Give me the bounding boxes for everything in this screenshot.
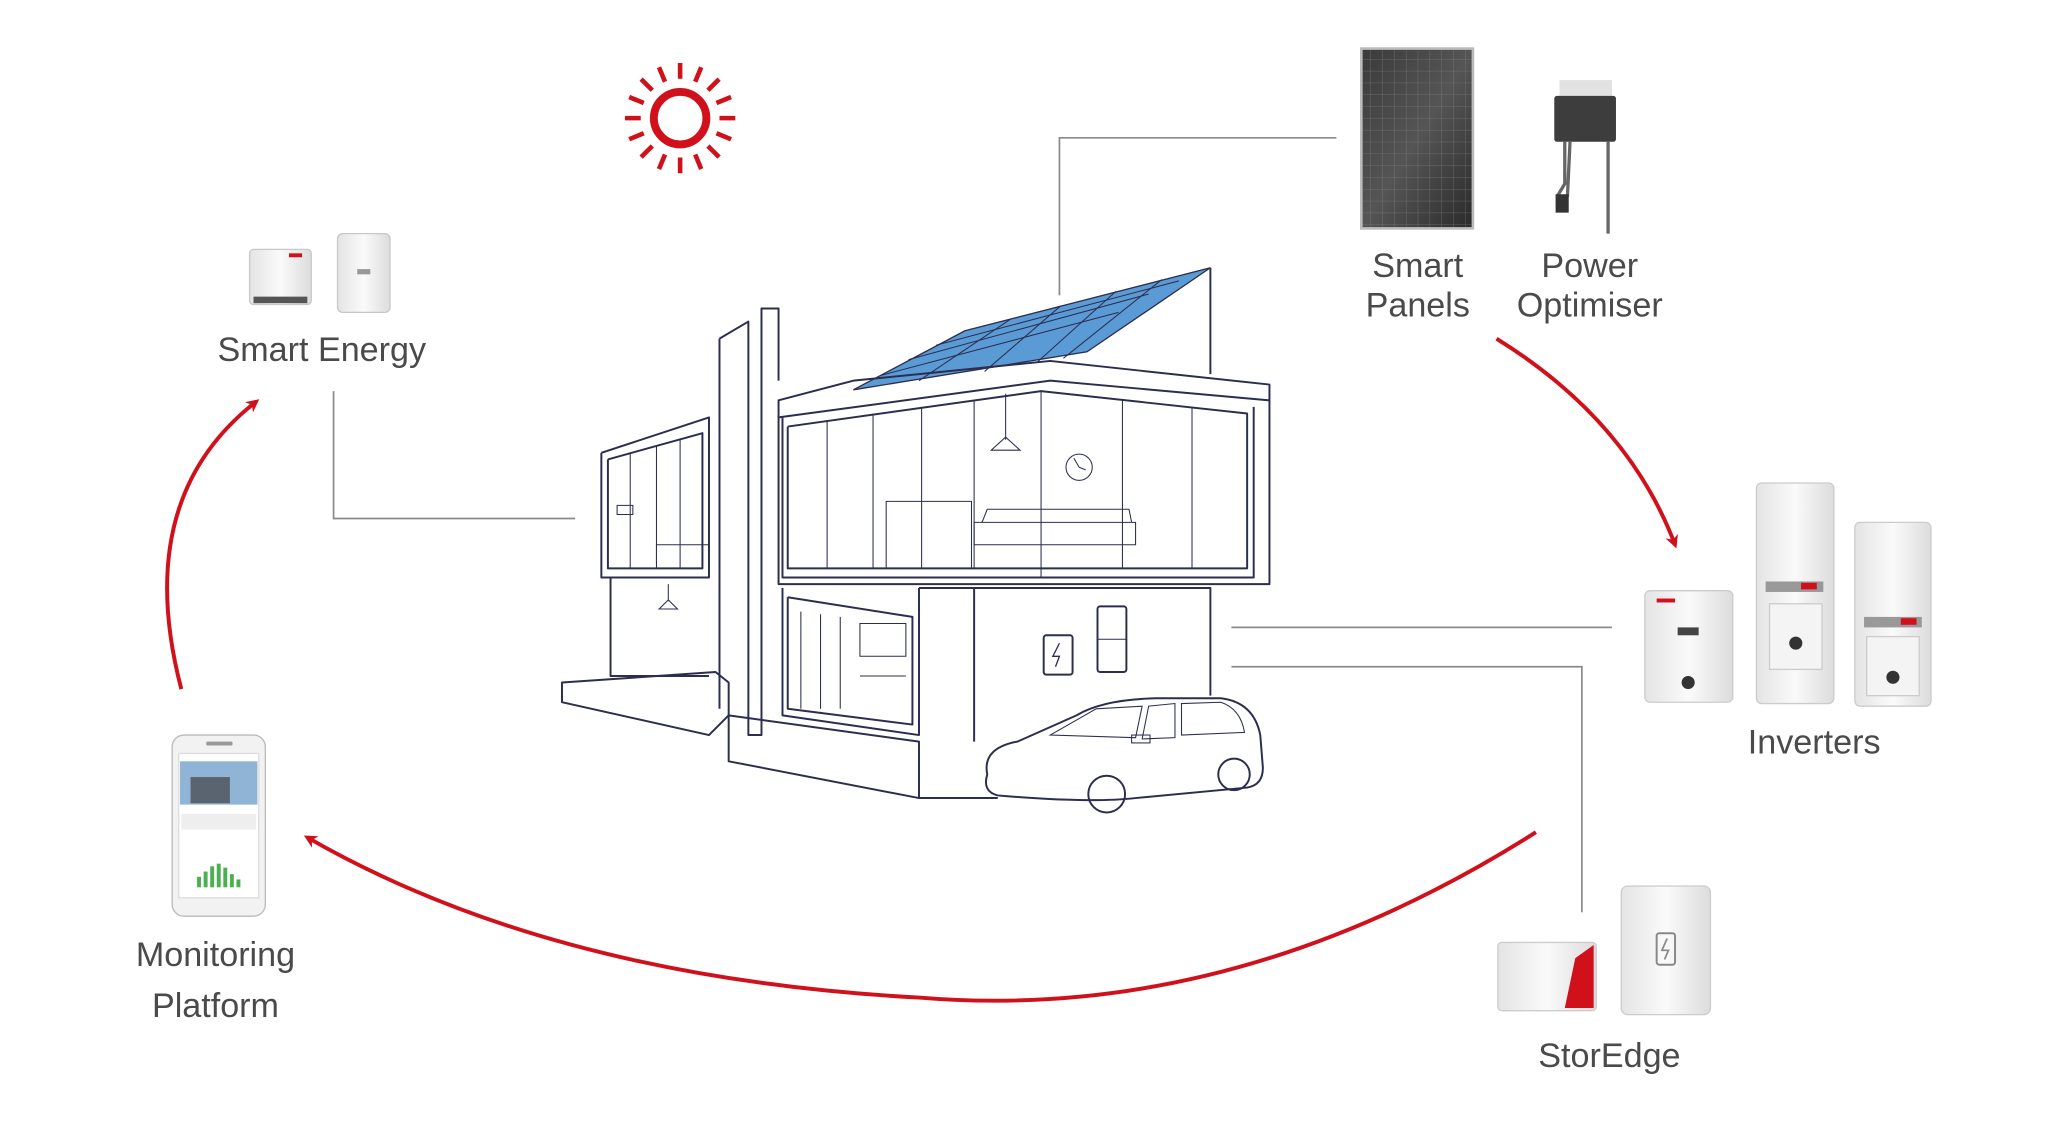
power-optimiser-label-line2: Optimiser: [1517, 286, 1663, 324]
sun-ray: [639, 77, 654, 92]
monitoring-phone-image: [171, 734, 266, 917]
flow-arrows: [165, 336, 1678, 1003]
power-optimiser-label-line1: Power: [1541, 247, 1638, 285]
arrow-storedge-to-monitoring: [303, 830, 1537, 1003]
sun-ray: [656, 153, 668, 170]
solar-panel-image: [1360, 47, 1475, 230]
inverters-label: Inverters: [1748, 723, 1881, 761]
sun-ray: [656, 66, 668, 83]
power-optimiser-image: [1554, 80, 1616, 234]
sun-ray: [628, 94, 645, 106]
storedge-battery-image: [1497, 885, 1712, 1016]
sun-ray: [715, 94, 732, 106]
car-illustration: [984, 697, 1264, 814]
sun-ray: [693, 66, 704, 83]
smart-energy-devices-image: [248, 232, 391, 314]
smart-energy-label: Smart Energy: [218, 331, 427, 369]
sun-ray: [706, 144, 721, 159]
monitoring-platform-label-line2: Platform: [152, 987, 279, 1025]
sun-ray: [693, 153, 704, 170]
sun-ray: [715, 131, 732, 142]
arrow-panels-to-inverters: [1495, 336, 1678, 549]
sun-ray: [639, 144, 654, 159]
sun-ray: [628, 131, 645, 142]
monitoring-platform-label-line1: Monitoring: [136, 936, 295, 974]
house-illustration: [560, 267, 1271, 814]
sun-icon: [624, 63, 736, 174]
connector-lines: [332, 136, 1613, 913]
smart-panels-label-line1: Smart: [1372, 247, 1463, 285]
arrow-monitoring-to-smart-energy: [165, 399, 260, 690]
inverters-image: [1644, 482, 1932, 707]
smart-panels-label-line2: Panels: [1366, 286, 1470, 324]
storedge-label: StorEdge: [1538, 1037, 1680, 1075]
sun-ray: [706, 77, 721, 92]
